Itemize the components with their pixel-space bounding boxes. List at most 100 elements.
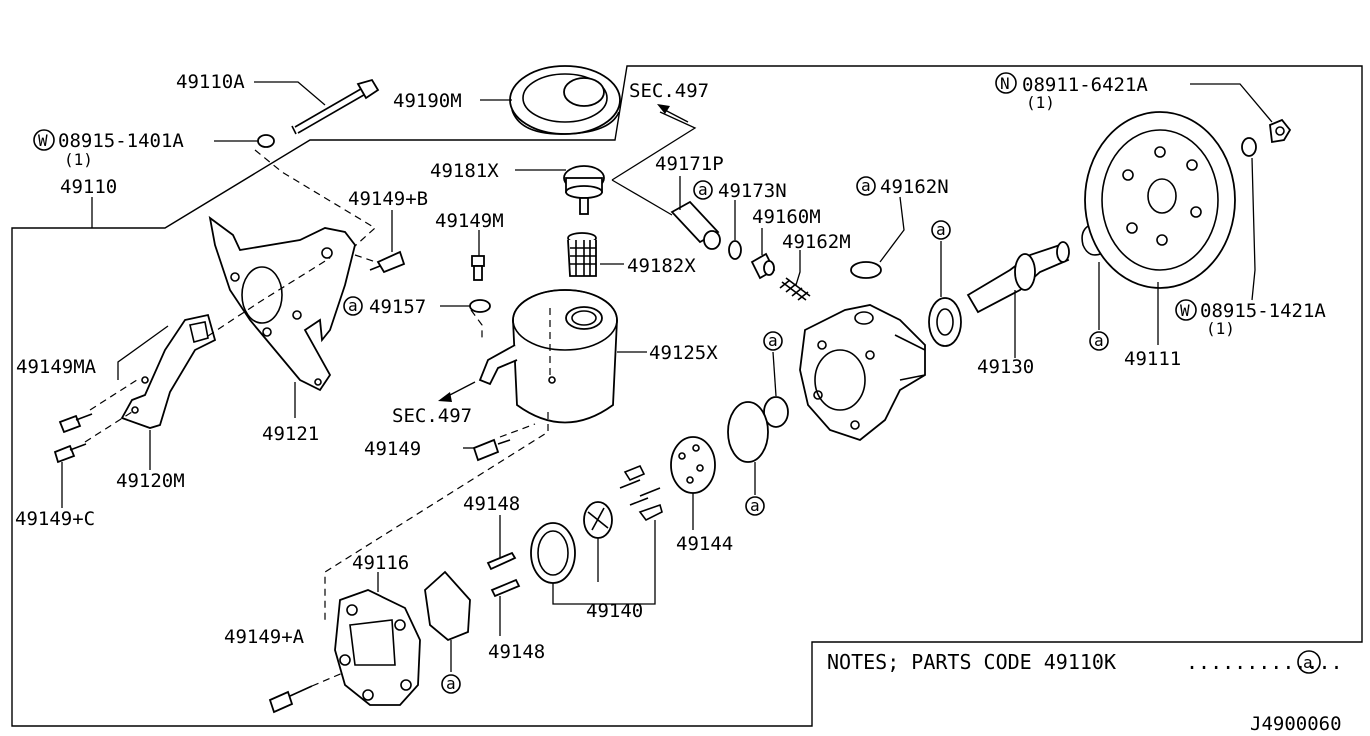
label-49140: 49140 xyxy=(586,600,643,622)
svg-text:a: a xyxy=(446,674,456,693)
reservoir-cap-49190M xyxy=(509,65,621,135)
label-49111: 49111 xyxy=(1124,348,1181,370)
label-08915-1421A-qty: (1) xyxy=(1206,319,1235,338)
label-sec497-mid: SEC.497 xyxy=(392,405,472,427)
filter-49182X xyxy=(567,232,597,277)
pulley-49111 xyxy=(1084,111,1236,289)
bolt-49110A xyxy=(291,78,380,135)
label-49162N: 49162N xyxy=(880,176,949,198)
label-49121: 49121 xyxy=(262,423,319,445)
gasket xyxy=(424,570,471,642)
label-49125X: 49125X xyxy=(649,342,718,364)
spring-49162M xyxy=(779,277,811,301)
label-49149B: 49149+B xyxy=(348,188,428,210)
nut-symbol-6421A: N xyxy=(995,72,1017,94)
svg-text:a: a xyxy=(1094,331,1104,350)
notes-kit-symbol: a xyxy=(1303,653,1313,672)
pin-49148-top xyxy=(486,551,517,571)
label-49173N: 49173N xyxy=(718,180,787,202)
oring-large xyxy=(727,401,769,463)
oring-49173N xyxy=(728,240,742,260)
label-49182X: 49182X xyxy=(627,255,696,277)
notes-kit-symbol-ring xyxy=(1297,650,1321,674)
washer-symbol-1401A: W xyxy=(33,129,55,151)
arrow-sec497-mid xyxy=(438,381,476,402)
svg-text:W: W xyxy=(1180,301,1190,320)
label-49149A: 49149+A xyxy=(224,626,305,648)
label-49160M: 49160M xyxy=(752,206,821,228)
label-49190M: 49190M xyxy=(393,90,462,112)
label-49157: 49157 xyxy=(369,296,426,318)
bolt-49149MA xyxy=(58,413,93,434)
label-49148-top: 49148 xyxy=(463,493,520,515)
svg-text:a: a xyxy=(936,220,946,239)
label-08915-1401A-qty: (1) xyxy=(64,150,93,169)
pin-49148-bot xyxy=(490,578,521,598)
label-49162M: 49162M xyxy=(782,231,851,253)
svg-text:a: a xyxy=(348,296,358,315)
kit-symbol-49173N: a xyxy=(693,180,713,200)
label-49110A: 49110A xyxy=(176,71,245,93)
label-49181X: 49181X xyxy=(430,160,499,182)
part-labels: 49110A 49190M SEC.497 08915-1401A (1) 49… xyxy=(15,71,1326,663)
svg-text:a: a xyxy=(698,180,708,199)
label-49148-bot: 49148 xyxy=(488,641,545,663)
oring-49162N xyxy=(850,261,882,279)
label-49110: 49110 xyxy=(60,176,117,198)
banjo-bolt-49181X xyxy=(563,165,605,215)
kit-symbol-gasket: a xyxy=(441,674,461,694)
nut-08911-6421A xyxy=(1269,118,1292,144)
bolt-49149B xyxy=(369,250,406,274)
kit-symbol-49157: a xyxy=(343,296,363,316)
reservoir-tank-49125X xyxy=(478,289,618,424)
bolt-49149C xyxy=(53,443,87,464)
label-49149: 49149 xyxy=(364,438,421,460)
label-08915-1421A: 08915-1421A xyxy=(1200,300,1326,322)
label-49144: 49144 xyxy=(676,533,733,555)
figure-id: J4900060 xyxy=(1250,713,1342,735)
leader-lines xyxy=(61,81,1273,672)
label-49171P: 49171P xyxy=(655,153,724,175)
label-49149C: 49149+C xyxy=(15,508,95,530)
valve-49160M xyxy=(750,252,776,280)
notes-block: NOTES; PARTS CODE 49110K ............. a xyxy=(827,650,1343,674)
label-08911-6421A-qty: (1) xyxy=(1026,93,1055,112)
svg-text:a: a xyxy=(861,176,871,195)
label-08911-6421A: 08911-6421A xyxy=(1022,74,1148,96)
svg-text:N: N xyxy=(1000,74,1010,93)
side-plate-49144 xyxy=(670,436,716,494)
kit-symbol-49162N: a xyxy=(856,176,876,196)
pump-body xyxy=(799,304,926,442)
oil-seal xyxy=(928,297,962,347)
label-49149MA: 49149MA xyxy=(16,356,97,378)
rear-cover-49116 xyxy=(334,589,421,706)
arrow-sec497-top xyxy=(657,104,689,123)
svg-text:a: a xyxy=(750,496,760,515)
bolt-49149A xyxy=(268,685,313,714)
bracket-49120M xyxy=(120,313,217,429)
oring-small xyxy=(763,396,789,428)
notes-text: NOTES; PARTS CODE 49110K xyxy=(827,650,1116,674)
connector-49171P xyxy=(670,200,721,250)
label-08915-1401A: 08915-1401A xyxy=(58,130,184,152)
bracket-49121 xyxy=(208,215,356,392)
bolt-49149M xyxy=(471,255,485,281)
kit-symbol-oring-small: a xyxy=(763,331,783,351)
washer-08915-1421A xyxy=(1241,137,1257,157)
label-49149M: 49149M xyxy=(435,210,504,232)
cartridge-49140 xyxy=(530,464,663,584)
kit-symbol-seal: a xyxy=(931,220,951,240)
svg-text:W: W xyxy=(38,131,48,150)
label-sec497-top: SEC.497 xyxy=(629,80,709,102)
label-49116: 49116 xyxy=(352,552,409,574)
notes-leader: ............. xyxy=(1186,650,1343,674)
svg-text:a: a xyxy=(768,331,778,350)
label-49130: 49130 xyxy=(977,356,1034,378)
washer-49157 xyxy=(469,299,491,313)
kit-symbol-snapring: a xyxy=(1089,331,1109,351)
bolt-49149 xyxy=(472,438,511,462)
washer-symbol-1421A: W xyxy=(1175,299,1197,321)
washer-08915-1401A xyxy=(257,134,275,148)
